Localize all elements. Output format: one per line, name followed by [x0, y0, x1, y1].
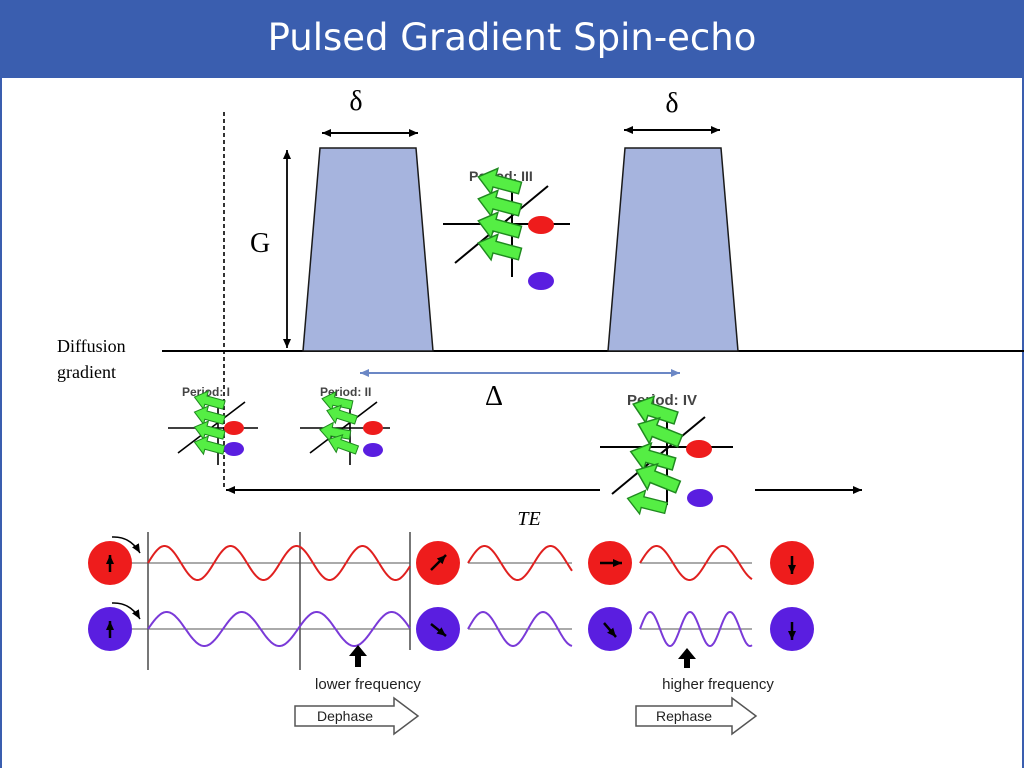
higher-frequency-label: higher frequency [662, 676, 774, 693]
blue-spin-start [88, 602, 141, 651]
lower-frequency-label: lower frequency [315, 676, 421, 693]
blue-wave-middle [467, 610, 573, 648]
delta-label-left: δ [349, 86, 362, 117]
red-wave-middle [467, 545, 573, 581]
blue-spin-3 [588, 607, 632, 651]
blue-spin-2 [416, 607, 460, 651]
blue-spin-dot-period-3 [528, 272, 554, 290]
diffusion-gradient-label-2: gradient [57, 362, 116, 382]
lower-frequency-arrow-icon [349, 645, 367, 667]
spin-arrows-period-4 [623, 390, 686, 521]
delta-label-right: δ [665, 88, 678, 119]
big-delta-label: Δ [485, 381, 503, 412]
dephase-label: Dephase [317, 708, 373, 724]
slide-title: Pulsed Gradient Spin-echo [267, 15, 757, 59]
diffusion-gradient-label-1: Diffusion [57, 336, 126, 356]
te-label: TE [517, 508, 540, 530]
gradient-pulse-1 [302, 147, 434, 352]
title-bar: Pulsed Gradient Spin-echo [0, 0, 1024, 78]
wave-panel: lower frequency higher frequency Dephase… [88, 532, 814, 736]
higher-frequency-arrow-icon [678, 648, 696, 668]
slide-frame-left [0, 78, 2, 768]
blue-wave-rephase [639, 610, 753, 648]
slide-frame-right [1022, 78, 1024, 768]
blue-spin-dot-period-1 [224, 442, 244, 456]
red-spin-dot-period-3 [528, 216, 554, 234]
red-spin-2 [416, 541, 460, 585]
rephase-arrow-icon [635, 696, 758, 736]
rephase-label: Rephase [656, 708, 712, 724]
red-spin-dot-period-1 [224, 421, 244, 435]
red-spin-3 [588, 541, 632, 585]
spin-arrows-period-2 [317, 388, 361, 460]
period-2-diagram: Period: II [300, 385, 390, 465]
period-1-diagram: Period: I [168, 385, 258, 465]
blue-spin-dot-period-2 [363, 443, 383, 457]
dephase-arrow-icon [294, 696, 420, 736]
blue-spin-dot-period-4 [687, 489, 713, 507]
blue-wave-dephase [147, 611, 411, 647]
gradient-pulse-2 [607, 147, 739, 352]
period-4-diagram: Period: IV [600, 390, 733, 521]
red-spin-dot-period-2 [363, 421, 383, 435]
blue-spin-end [770, 607, 814, 651]
red-spin-end [770, 541, 814, 585]
red-spin-start [88, 536, 141, 585]
period-3-diagram: Period: III [443, 163, 570, 290]
red-spin-dot-period-4 [686, 440, 712, 458]
red-wave-rephase [639, 545, 753, 581]
g-label: G [250, 228, 270, 259]
red-wave-dephase [147, 545, 411, 581]
